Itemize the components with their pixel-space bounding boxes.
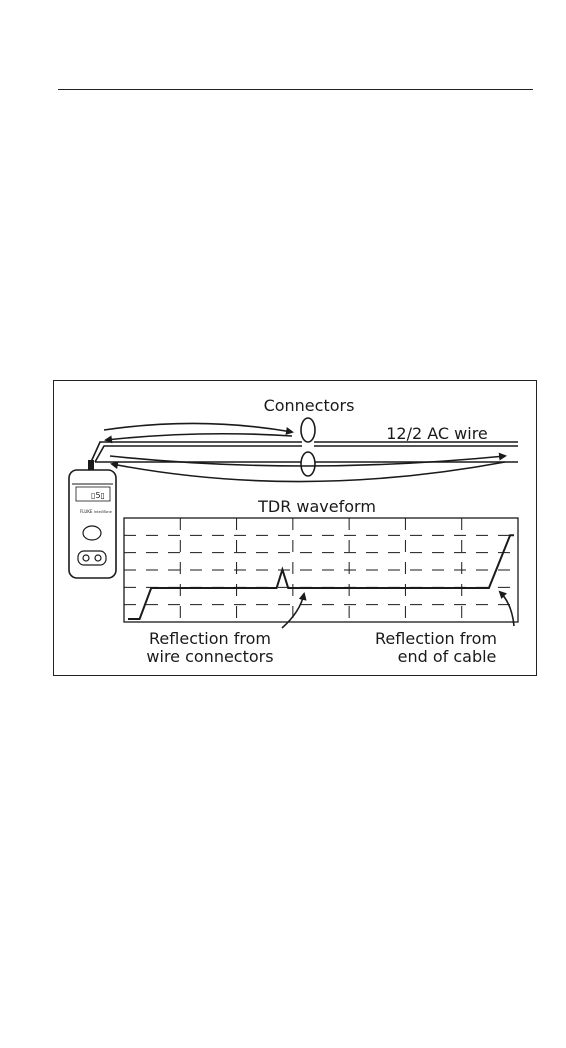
callout-right-line1: Reflection from bbox=[375, 629, 497, 648]
wire-connector-lower bbox=[301, 452, 315, 476]
connectors-label: Connectors bbox=[264, 396, 355, 415]
callout-right-line2: end of cable bbox=[398, 647, 497, 666]
device-dial bbox=[83, 526, 101, 540]
tester-device: ▯5▯ FLUKE IntelliTone bbox=[69, 460, 116, 578]
tdr-waveform bbox=[124, 518, 518, 622]
callout-left-line1: Reflection from bbox=[149, 629, 271, 648]
svg-text:▯5▯: ▯5▯ bbox=[91, 491, 105, 500]
waveform-title: TDR waveform bbox=[257, 497, 376, 516]
callout-left-line2: wire connectors bbox=[146, 647, 273, 666]
device-buttons bbox=[78, 551, 106, 565]
wire-connector-upper bbox=[301, 418, 315, 442]
wire-label: 12/2 AC wire bbox=[386, 424, 488, 443]
device-model: IntelliTone bbox=[94, 510, 112, 514]
device-brand: FLUKE bbox=[80, 509, 93, 514]
